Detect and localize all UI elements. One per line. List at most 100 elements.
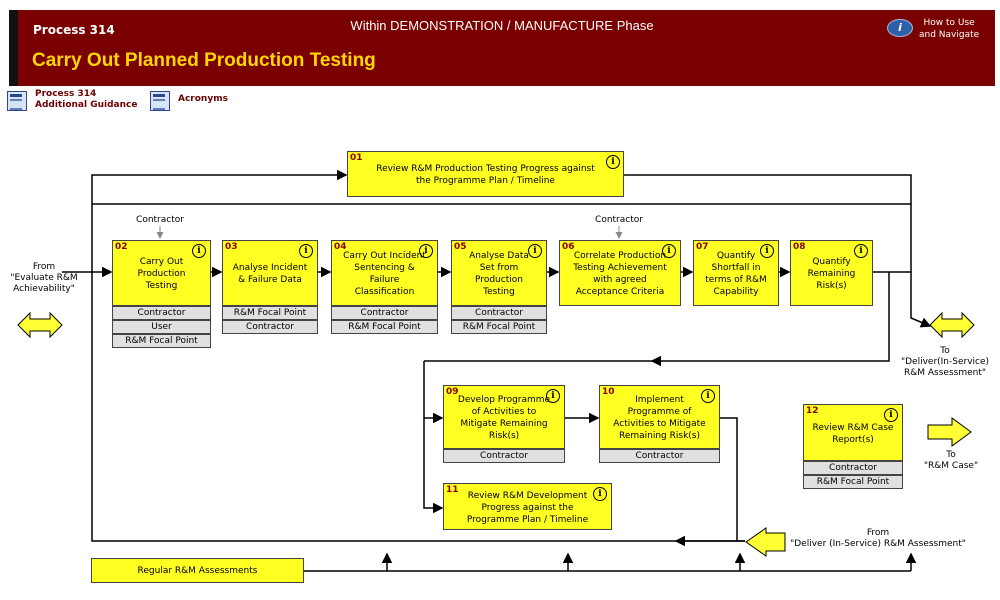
step-label-line: Implement [635,395,684,405]
role-contractor: Contractor [443,449,565,463]
info-icon[interactable]: i [884,408,898,422]
step-label-line: Quantify [716,251,756,261]
input-double-arrow [17,311,63,339]
step-label-line: Testing [483,287,515,297]
step-label-line: Risk(s) [488,431,520,441]
info-icon[interactable]: i [887,19,913,37]
role-user: User [112,320,211,334]
step-label-line: Carry Out [139,257,184,267]
step-label-line: Production [137,269,186,279]
step-number: 11 [446,485,459,495]
acronyms-label: Acronyms [178,94,228,104]
to-deliver-label: To "Deliver(In-Service) R&M Assessment" [893,346,997,379]
label-line: "Deliver(In-Service) [900,357,990,367]
process-step-12[interactable]: 12 i Review R&M Case Report(s) [803,404,903,461]
label-line: "Evaluate R&M [10,273,78,283]
help-line-1: How to Use [923,18,975,28]
label-line: From [32,262,56,272]
step-number: 12 [806,406,819,416]
process-step-06[interactable]: 06 i Correlate Production Testing Achiev… [559,240,681,306]
step-number: 03 [225,242,238,252]
info-icon[interactable]: i [419,244,433,258]
role-contractor: Contractor [331,306,438,320]
step-label-line: Testing Achievement [573,263,667,273]
process-step-03[interactable]: 03 i Analyse Incident & Failure Data [222,240,318,306]
from-bottom-arrow [745,527,786,557]
step-label: Analyse Data Set from Production Testing [456,250,542,298]
step-number: 05 [454,242,467,252]
info-icon[interactable]: i [854,244,868,258]
step-label-line: Develop Programme [457,395,551,405]
step-label-line: Shortfall in [711,263,761,273]
info-icon[interactable]: i [662,244,676,258]
process-step-09[interactable]: 09 i Develop Programme of Activities to … [443,385,565,449]
step-label-line: Classification [354,287,415,297]
step-number: 10 [602,387,615,397]
phase-label: Within DEMONSTRATION / MANUFACTURE Phase [350,18,654,33]
info-icon[interactable]: i [528,244,542,258]
step-label-line: Correlate Production [573,251,667,261]
contractor-input-label: Contractor [595,215,643,225]
process-step-01[interactable]: 01 i Review R&M Production Testing Progr… [347,151,624,197]
role-contractor: Contractor [112,306,211,320]
step-label: Quantify Shortfall in terms of R&M Capab… [698,250,774,298]
from-deliver-label: From "Deliver (In-Service) R&M Assessmen… [780,528,976,550]
process-step-07[interactable]: 07 i Quantify Shortfall in terms of R&M … [693,240,779,306]
how-to-use-link[interactable]: How to Use and Navigate [919,17,979,41]
to-case-arrow [927,417,972,447]
process-step-04[interactable]: 04 i Carry Out Incident Sentencing & Fai… [331,240,438,306]
step-label-line: Analyse Incident [232,263,308,273]
step-label: Develop Programme of Activities to Mitig… [448,394,560,442]
role-contractor: Contractor [222,320,318,334]
info-icon[interactable]: i [192,244,206,258]
process-step-11[interactable]: 11 i Review R&M Development Progress aga… [443,483,612,530]
contractor-input-label: Contractor [136,215,184,225]
info-icon[interactable]: i [546,389,560,403]
step-label-line: Carry Out Incident [343,251,426,261]
step-label: Quantify Remaining Risk(s) [795,256,868,292]
step-label: Review R&M Case Report(s) [808,422,898,446]
info-icon[interactable]: i [299,244,313,258]
process-step-08[interactable]: 08 i Quantify Remaining Risk(s) [790,240,873,306]
process-step-02[interactable]: 02 i Carry Out Production Testing [112,240,211,306]
step-label-line: Capability [713,287,759,297]
step-label-line: Review R&M Case [812,423,894,433]
document-icon [7,91,27,111]
label-line: "Deliver (In-Service) R&M Assessment" [790,539,966,549]
process-step-10[interactable]: 10 i Implement Programme of Activities t… [599,385,720,449]
step-number: 02 [115,242,128,252]
step-label: Implement Programme of Activities to Mit… [604,394,715,442]
step-label-line: Programme of [627,407,692,417]
step-number: 07 [696,242,709,252]
regular-assessments-box[interactable]: Regular R&M Assessments [91,558,304,583]
step-label-line: of Activities to [471,407,537,417]
step-number: 09 [446,387,459,397]
info-icon[interactable]: i [593,487,607,501]
step-label-line: Report(s) [832,435,874,445]
step-label-line: & Failure Data [238,275,302,285]
guidance-line-1: Process 314 [35,89,97,99]
label-line: R&M Assessment" [903,368,987,378]
step-label-line: Set from [479,263,519,273]
role-contractor: Contractor [803,461,903,475]
step-label-line: Progress against the [481,503,574,513]
label-line: To [940,346,950,356]
regular-assessments-label: Regular R&M Assessments [137,566,258,576]
role-rm-focal-point: R&M Focal Point [803,475,903,489]
additional-guidance-link[interactable]: Process 314 Additional Guidance [7,89,137,111]
role-rm-focal-point: R&M Focal Point [222,306,318,320]
info-icon[interactable]: i [701,389,715,403]
page-title: Carry Out Planned Production Testing [32,50,376,71]
step-label: Carry Out Production Testing [117,256,206,292]
step-label: Review R&M Production Testing Progress a… [352,163,619,187]
header-banner: Process 314 Within DEMONSTRATION / MANUF… [9,10,995,86]
header-left-bar [9,10,18,86]
info-icon[interactable]: i [606,155,620,169]
step-label-line: Acceptance Criteria [575,287,665,297]
acronyms-link[interactable]: Acronyms [150,89,228,111]
step-label: Analyse Incident & Failure Data [227,262,313,286]
label-line: From [866,528,890,538]
process-step-05[interactable]: 05 i Analyse Data Set from Production Te… [451,240,547,306]
info-icon[interactable]: i [760,244,774,258]
role-rm-focal-point: R&M Focal Point [331,320,438,334]
